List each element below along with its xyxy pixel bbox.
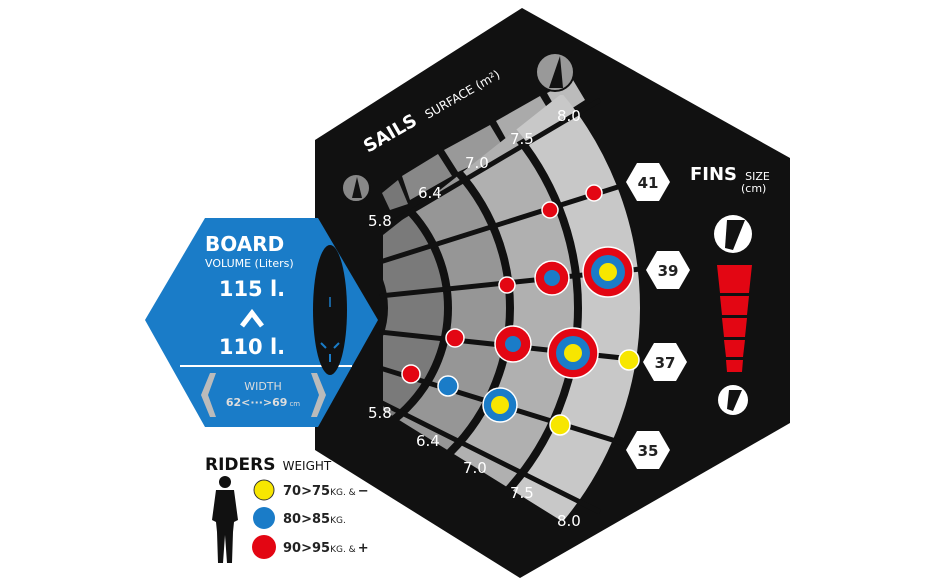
marker-red bbox=[498, 276, 516, 294]
rider-markers bbox=[401, 184, 640, 436]
board-subtitle: VOLUME (Liters) bbox=[205, 257, 294, 270]
marker-red bbox=[585, 184, 603, 202]
sail-label: 7.0 bbox=[463, 459, 487, 477]
legend-swatch-blue bbox=[253, 507, 275, 529]
minus-icon: − bbox=[358, 484, 369, 499]
legend-item: 70>75KG. &− bbox=[283, 484, 369, 499]
fin-size-bar bbox=[717, 265, 752, 372]
fin-size-hexes: 41 39 37 35 bbox=[626, 163, 690, 469]
marker-red bbox=[541, 201, 559, 219]
marker-blue bbox=[437, 375, 459, 397]
svg-text:39: 39 bbox=[658, 262, 679, 280]
riders-title: RIDERS WEIGHT bbox=[205, 455, 332, 475]
marker-red bbox=[445, 328, 465, 348]
small-sail-icon bbox=[341, 173, 371, 203]
legend-item: 80>85KG. bbox=[283, 512, 346, 527]
small-fin-icon bbox=[718, 385, 748, 415]
fin-hex-37: 37 bbox=[643, 343, 687, 381]
marker-yellow bbox=[618, 349, 640, 371]
legend-item: 90>95KG. &+ bbox=[283, 541, 369, 556]
board-title: BOARD bbox=[205, 232, 284, 256]
fin-hex-35: 35 bbox=[626, 431, 670, 469]
plus-icon: + bbox=[358, 541, 369, 556]
chevron-left-icon bbox=[201, 373, 216, 417]
sail-label: 7.5 bbox=[510, 484, 534, 502]
marker-red bbox=[401, 364, 421, 384]
svg-text:41: 41 bbox=[638, 174, 659, 192]
fin-hex-39: 39 bbox=[646, 251, 690, 289]
sail-label: 7.5 bbox=[510, 130, 534, 148]
volume-max: 115 l. bbox=[219, 277, 285, 301]
fins-unit: (cm) bbox=[741, 182, 766, 195]
sail-label: 6.4 bbox=[418, 184, 442, 202]
board-silhouette-icon bbox=[313, 245, 347, 375]
sail-label: 8.0 bbox=[557, 107, 581, 125]
rider-silhouette-icon bbox=[212, 476, 238, 563]
sail-label: 5.8 bbox=[368, 404, 392, 422]
marker-yellow bbox=[549, 414, 571, 436]
sail-size-labels-top: 5.8 6.4 7.0 7.5 8.0 bbox=[368, 107, 581, 230]
sail-size-labels-bottom: 5.8 6.4 7.0 7.5 8.0 bbox=[368, 404, 581, 530]
caret-up-icon bbox=[240, 308, 264, 328]
legend-swatch-yellow bbox=[253, 479, 275, 501]
fins-title: FINS SIZE bbox=[690, 164, 770, 185]
width-label: WIDTH bbox=[244, 380, 282, 393]
chevron-right-icon bbox=[311, 373, 326, 417]
sail-label: 7.0 bbox=[465, 154, 489, 172]
sail-grid bbox=[383, 95, 640, 520]
svg-text:37: 37 bbox=[655, 354, 676, 372]
legend-swatch-red bbox=[252, 535, 276, 559]
large-sail-icon bbox=[535, 52, 575, 92]
sail-label: 6.4 bbox=[416, 432, 440, 450]
riders-legend: 70>75KG. &− 80>85KG. 90>95KG. &+ bbox=[252, 479, 369, 559]
large-fin-icon bbox=[714, 215, 752, 253]
volume-min: 110 l. bbox=[219, 335, 285, 359]
fin-hex-41: 41 bbox=[626, 163, 670, 201]
svg-text:35: 35 bbox=[638, 442, 659, 460]
sail-label: 8.0 bbox=[557, 512, 581, 530]
sail-label: 5.8 bbox=[368, 212, 392, 230]
